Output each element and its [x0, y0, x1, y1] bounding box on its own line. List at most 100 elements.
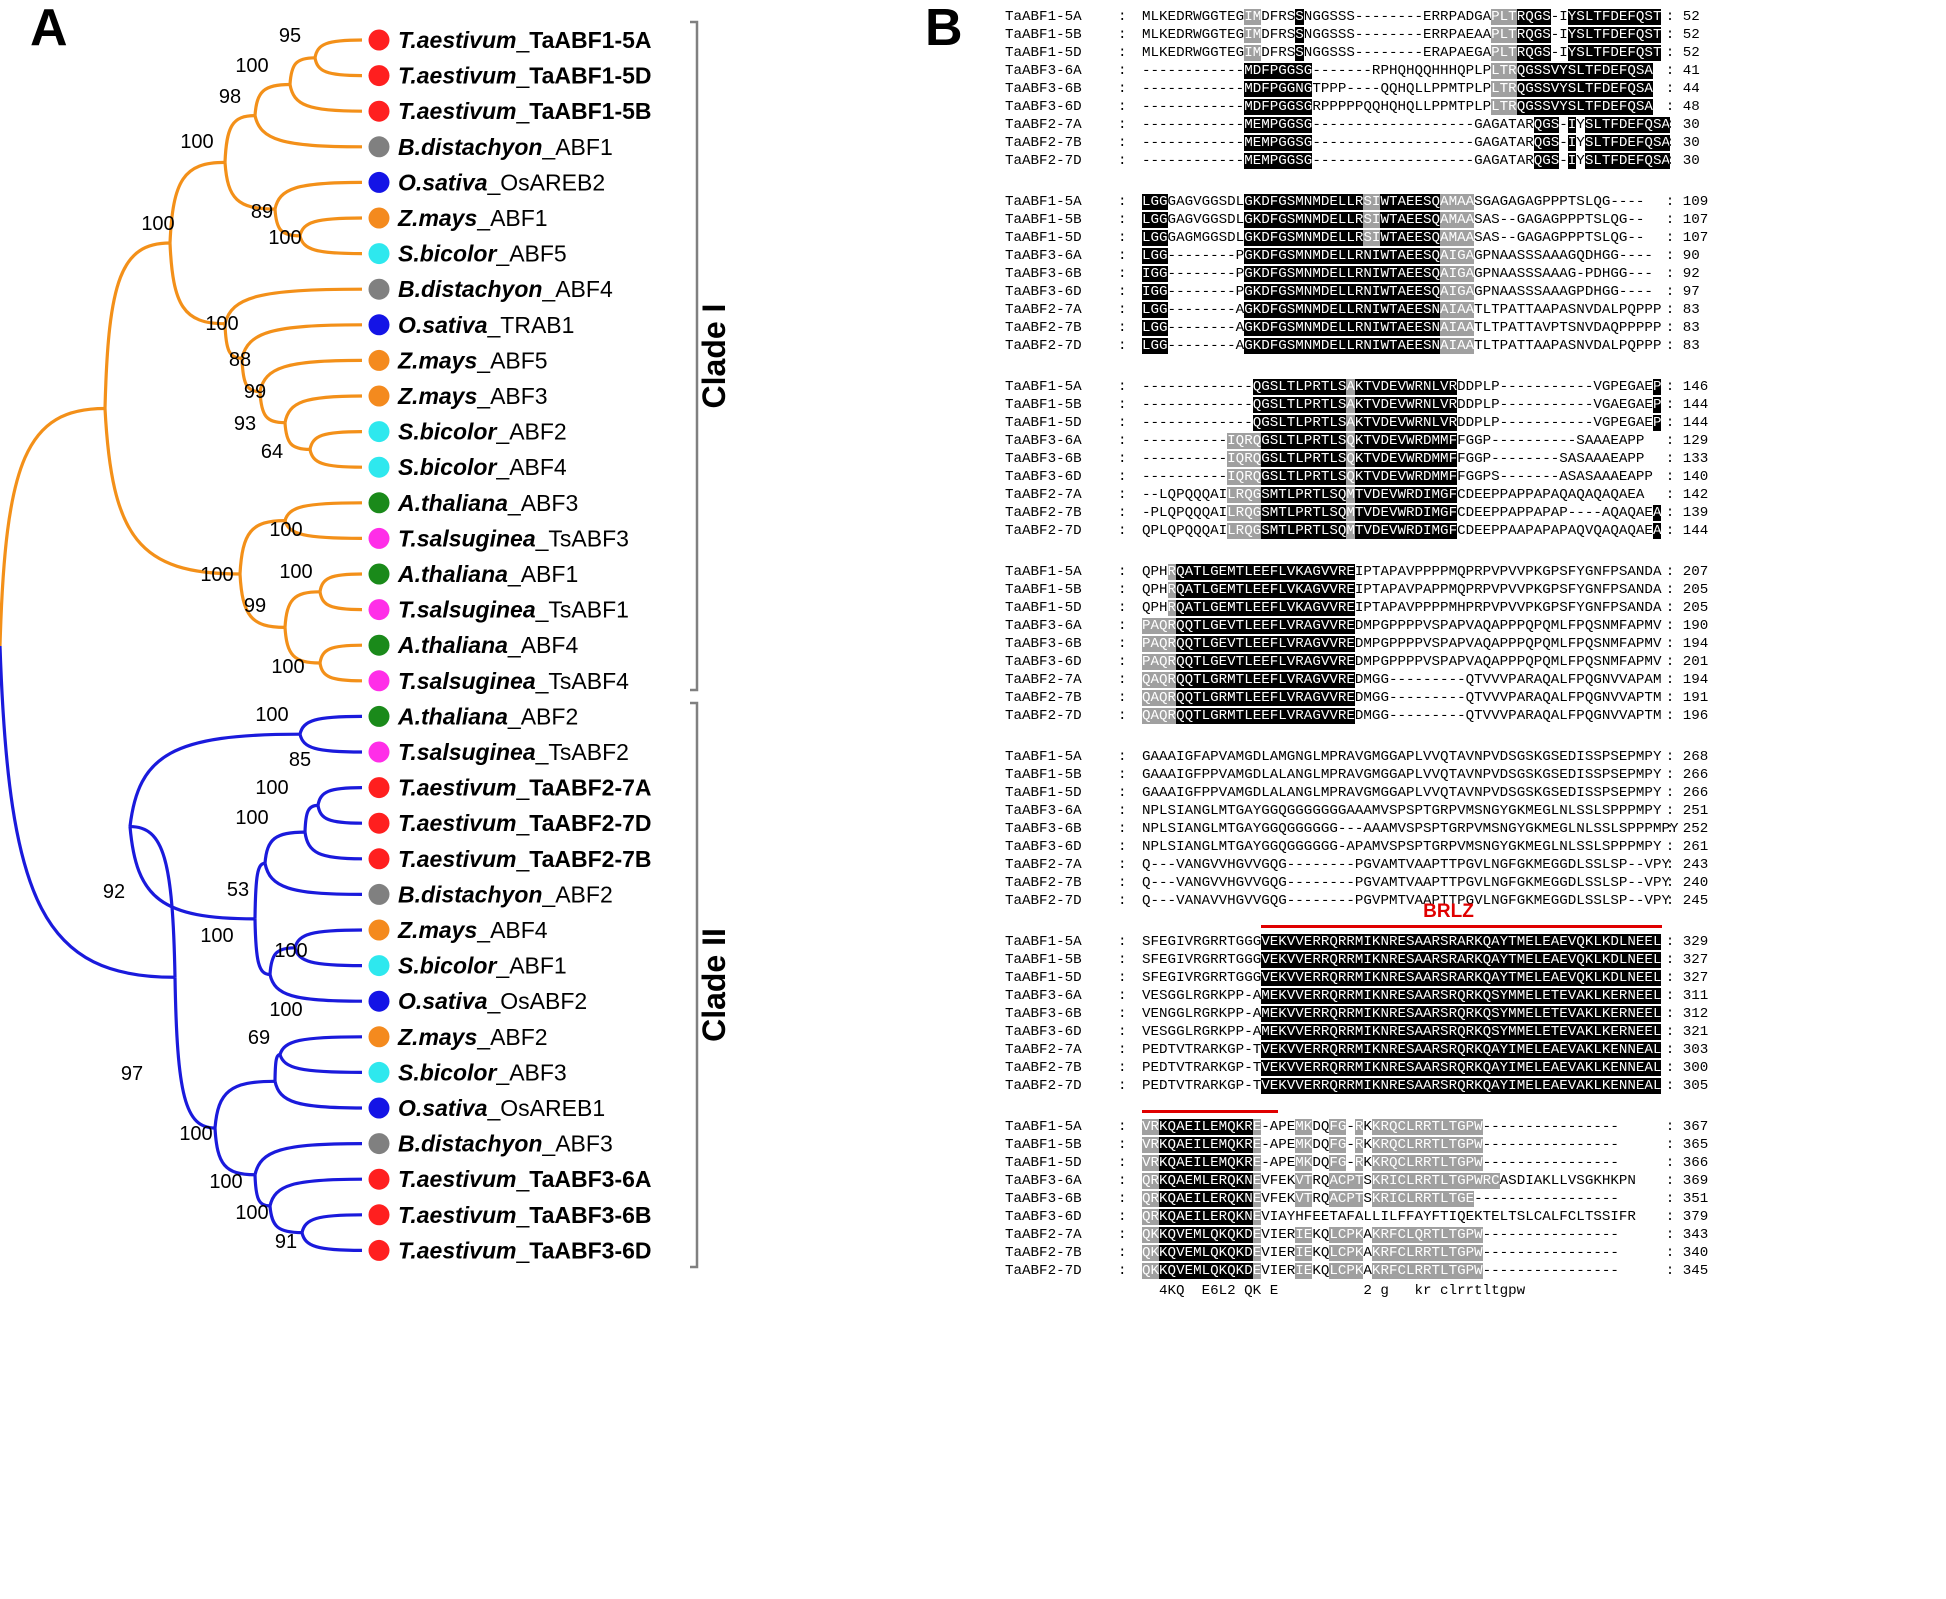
residue-count: : 345: [1665, 1263, 1709, 1279]
residue-count: : 201: [1665, 654, 1709, 670]
gene-name: _: [515, 810, 530, 836]
bootstrap-value: 85: [289, 749, 311, 771]
gene-id: ABF3: [490, 383, 548, 409]
gene-id: ABF2: [521, 703, 579, 729]
sequence-residues: VRKQAEILEMQKRE-APEMKDQFG-RKKRQCLRRTLTGPW…: [1142, 1119, 1619, 1135]
separator: :: [1118, 248, 1127, 264]
separator: :: [1118, 415, 1127, 431]
consensus-line: 4KQ E6L2 QK E 2 g kr clrrtltgpw: [1142, 1283, 1526, 1299]
tree-branch: [268, 1177, 363, 1207]
sequence-name: TaABF1-5B: [1005, 212, 1082, 228]
alignment-row: TaABF1-5D:VRKQAEILEMQKRE-APEMKDQFG-RKKRQ…: [1005, 1154, 1708, 1172]
bootstrap-value: 97: [121, 1063, 143, 1085]
species-name: Z.mays: [397, 347, 477, 373]
sequence-residues: LGGGAGMGGSDLGKDFGSMNMDELLRSIWTAEESQAMAAS…: [1142, 230, 1645, 246]
tree-branch: [268, 946, 296, 975]
alignment-row: TaABF3-6B:QRKQAEILERQKNEVFEKVTRQACPTSKRI…: [1005, 1190, 1708, 1208]
sequence-residues: NPLSIANGLMTGAYGGQGGGGGG-APAMVSPSPTGRPVMS…: [1142, 839, 1662, 855]
residue-count: : 196: [1665, 708, 1709, 724]
leaf-label: T.salsuginea_TsABF2: [398, 739, 629, 765]
tree-branch: [253, 861, 266, 919]
sequence-name: TaABF1-5D: [1005, 230, 1082, 246]
gene-name: _: [541, 881, 556, 907]
residue-count: : 146: [1665, 379, 1709, 395]
gene-name: _: [515, 27, 530, 53]
residue-count: : 107: [1665, 212, 1709, 228]
separator: :: [1118, 320, 1127, 336]
sequence-residues: LGG--------AGKDFGSMNMDELLRNIWTAEESNAIAAT…: [1142, 302, 1662, 318]
species-name: O.sativa: [398, 988, 488, 1014]
bootstrap-value: 100: [205, 313, 238, 335]
sequence-residues: ----------IQRQGSLTLPRTLSQKTVDEVWRDMMFFGG…: [1142, 469, 1653, 485]
residue-count: : 144: [1665, 415, 1709, 431]
gene-id: TsABF2: [548, 739, 629, 765]
sequence-residues: ----------IQRQGSLTLPRTLSQKTVDEVWRDMMFFGG…: [1142, 451, 1645, 467]
species-name: T.aestivum: [398, 846, 516, 872]
alignment-row: TaABF3-6A:VESGGLRGRKPP-AMEKVVERRQRRMIKNR…: [1005, 987, 1708, 1005]
sequence-name: TaABF3-6A: [1005, 803, 1082, 819]
residue-count: : 41: [1665, 63, 1700, 79]
separator: :: [1118, 708, 1127, 724]
bootstrap-value: 92: [103, 881, 125, 903]
sequence-name: TaABF1-5B: [1005, 1137, 1082, 1153]
clade-label: Clade II: [696, 928, 732, 1042]
tree-branch: [318, 572, 363, 593]
leaf-label: A.thaliana_ABF1: [397, 561, 578, 587]
sequence-name: TaABF2-7B: [1005, 505, 1082, 521]
alignment-row: TaABF2-7B:Q---VANGVVHGVVGQG--------PGVAM…: [1005, 874, 1708, 892]
residue-count: : 327: [1665, 952, 1709, 968]
residue-count: : 300: [1665, 1060, 1709, 1076]
leaf-label: T.salsuginea_TsABF1: [398, 597, 629, 623]
sequence-residues: PAQRQQTLGEVTLEEFLVRAGVVREDMPGPPPPVSPAPVA…: [1142, 654, 1662, 670]
tree-branch: [293, 928, 363, 949]
separator: :: [1118, 397, 1127, 413]
gene-id: TaABF3-6B: [529, 1202, 651, 1228]
species-dot: [368, 670, 390, 692]
tree-branch: [273, 209, 301, 238]
alignment-row: TaABF1-5B:QPHRQATLGEMTLEEFLVKAGVVREIPTAP…: [1005, 581, 1708, 599]
tree-branch: [313, 57, 363, 78]
separator: :: [1118, 803, 1127, 819]
residue-count: : 191: [1665, 690, 1709, 706]
residue-count: : 107: [1665, 230, 1709, 246]
separator: :: [1118, 582, 1127, 598]
species-name: S.bicolor: [398, 1059, 497, 1085]
sequence-residues: --LQPQQQAILRQGSMTLPRTLSQMTVDEVWRDIMGFCDE…: [1142, 487, 1645, 503]
separator: :: [1118, 302, 1127, 318]
alignment-row: TaABF3-6A:NPLSIANGLMTGAYGGQGGGGGGGAAAMVS…: [1005, 802, 1708, 820]
tree-branch: [103, 408, 241, 576]
species-name: A.thaliana: [397, 561, 508, 587]
gene-id: ABF1: [555, 134, 613, 160]
leaf-label: Z.mays_ABF2: [397, 1024, 548, 1050]
bootstrap-value: 100: [141, 213, 174, 235]
sequence-residues: VESGGLRGRKPP-AMEKVVERRQRRMIKNRESAARSRQRK…: [1142, 988, 1662, 1004]
sequence-residues: SFEGIVRGRRTGGGVEKVVERRQRRMIKNRESAARSRARK…: [1142, 952, 1662, 968]
gene-id: ABF1: [490, 205, 548, 231]
species-dot: [368, 171, 390, 193]
residue-count: : 305: [1665, 1078, 1709, 1094]
sequence-residues: GAAAIGFPPVAMGDLALANGLMPRAVGMGGAPLVVQTAVN…: [1142, 767, 1662, 783]
species-name: Z.mays: [397, 917, 477, 943]
sequence-name: TaABF2-7B: [1005, 875, 1082, 891]
sequence-residues: QKKQVEMLQKQKDEVIERIEKQLCPKAKRFCLRRTLTGPW…: [1142, 1263, 1619, 1279]
species-name: T.aestivum: [398, 1237, 516, 1263]
leaf-label: T.aestivum_TaABF3-6D: [398, 1237, 652, 1263]
alignment-row: TaABF2-7A:PEDTVTRARKGP-TVEKVVERRQRRMIKNR…: [1005, 1041, 1708, 1059]
tree-branch: [240, 358, 261, 394]
sequence-name: TaABF2-7D: [1005, 523, 1082, 539]
gene-id: ABF1: [521, 561, 579, 587]
separator: :: [1118, 839, 1127, 855]
alignment-row: TaABF3-6A:------------MDFPGGSG-------RPH…: [1005, 62, 1700, 80]
separator: :: [1118, 821, 1127, 837]
alignment-row: TaABF1-5D:QPHRQATLGEMTLEEFLVKAGVVREIPTAP…: [1005, 599, 1708, 617]
separator: :: [1118, 1006, 1127, 1022]
residue-count: : 329: [1665, 934, 1709, 950]
gene-name: _: [476, 383, 491, 409]
leaf-label: T.aestivum_TaABF1-5D: [398, 63, 652, 89]
species-dot: [368, 848, 390, 870]
alignment-row: TaABF2-7B:QAQRQQTLGRMTLEEFLVRAGVVREDMGG-…: [1005, 689, 1708, 707]
tree-branch: [300, 1213, 363, 1234]
gene-id: TaABF2-7A: [529, 775, 651, 801]
alignment-row: TaABF1-5A:SFEGIVRGRRTGGGVEKVVERRQRRMIKNR…: [1005, 933, 1708, 951]
tree-branch: [298, 216, 363, 237]
